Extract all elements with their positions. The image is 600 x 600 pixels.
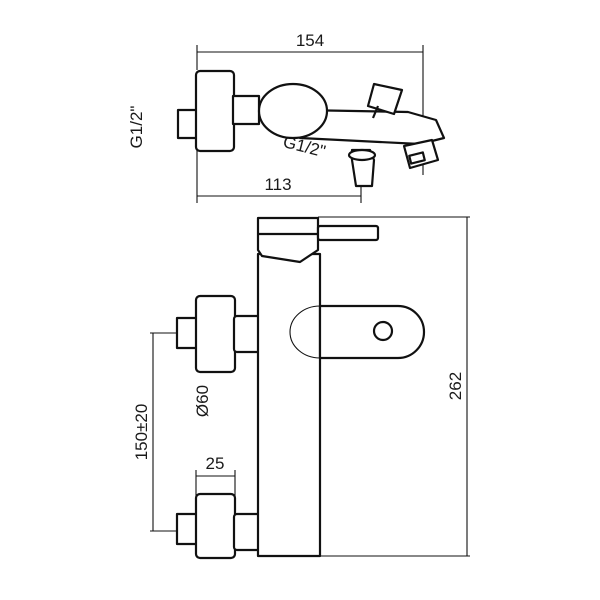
dimension-262-label: 262 xyxy=(446,372,465,400)
inlet-spacing-label: 150±20 xyxy=(132,404,151,461)
diverter-curve xyxy=(289,305,321,359)
cartridge-cap xyxy=(256,216,320,264)
dimension-154-label: 154 xyxy=(296,31,324,50)
mixer-body xyxy=(256,252,322,558)
shower-outlet-thread xyxy=(347,148,377,162)
aerator-tip xyxy=(408,151,426,165)
eccentric-diameter-label: Ø60 xyxy=(193,385,212,417)
front-lever xyxy=(316,224,380,242)
lower-rosette xyxy=(194,492,237,560)
upper-connector xyxy=(232,314,262,354)
eccentric-connector xyxy=(231,94,261,126)
upper-inlet-pipe xyxy=(175,316,199,350)
diverter-housing xyxy=(318,304,426,360)
valve-body xyxy=(257,82,329,140)
dimension-25-label: 25 xyxy=(206,454,225,473)
dimension-113-label: 113 xyxy=(264,175,291,194)
front-view: 262 150±20 Ø60 25 xyxy=(132,216,470,560)
diverter-knob xyxy=(372,320,394,342)
top-view: 154 113 G1/2" G1/2" xyxy=(127,31,446,203)
lower-connector xyxy=(232,512,262,552)
inlet-thread-label: G1/2" xyxy=(127,106,146,149)
wall-rosette xyxy=(194,69,236,153)
upper-rosette xyxy=(194,294,237,374)
lower-inlet-pipe xyxy=(175,512,199,546)
lever-handle xyxy=(366,82,404,116)
lever-stem xyxy=(371,105,380,119)
